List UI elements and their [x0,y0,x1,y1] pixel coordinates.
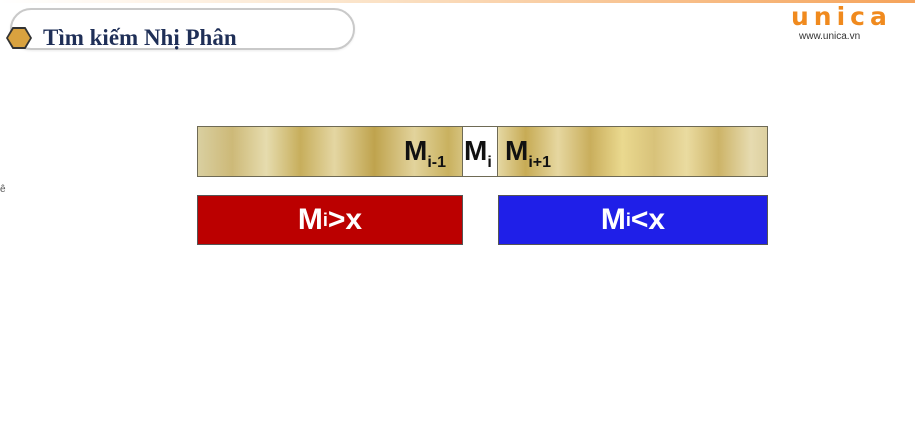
condition-greater-sub: i [322,209,328,230]
element-middle-sub: i [487,154,492,171]
element-next: Mi+1 [505,135,551,172]
element-next-sub: i+1 [528,154,552,171]
condition-less-base: M [600,203,626,236]
condition-greater-base: M [297,203,323,236]
array-middle-cell [462,127,498,176]
hexagon-bullet-fill [8,29,30,47]
element-prev-base: M [404,135,428,166]
top-accent-bar [0,0,915,3]
element-prev: Mi-1 [404,135,446,172]
condition-less-sub: i [625,209,631,230]
element-next-base: M [505,135,529,166]
logo-wordmark: unica [791,2,892,31]
slide-title: Tìm kiếm Nhị Phân [43,25,237,50]
condition-greater-rest: >x [327,203,363,236]
element-prev-sub: i-1 [427,154,446,171]
title-banner: Tìm kiếm Nhị Phân [6,8,355,50]
logo-url: www.unica.vn [799,31,861,42]
side-mark: ê [0,184,6,195]
element-middle-base: M [464,135,488,166]
array-bar: Mi-1 Mi Mi+1 [197,126,768,177]
unica-logo: unica www.unica.vn [791,2,891,46]
element-middle: Mi [464,135,492,172]
condition-less-rest: <x [630,203,666,236]
array-right-segment [499,127,767,176]
